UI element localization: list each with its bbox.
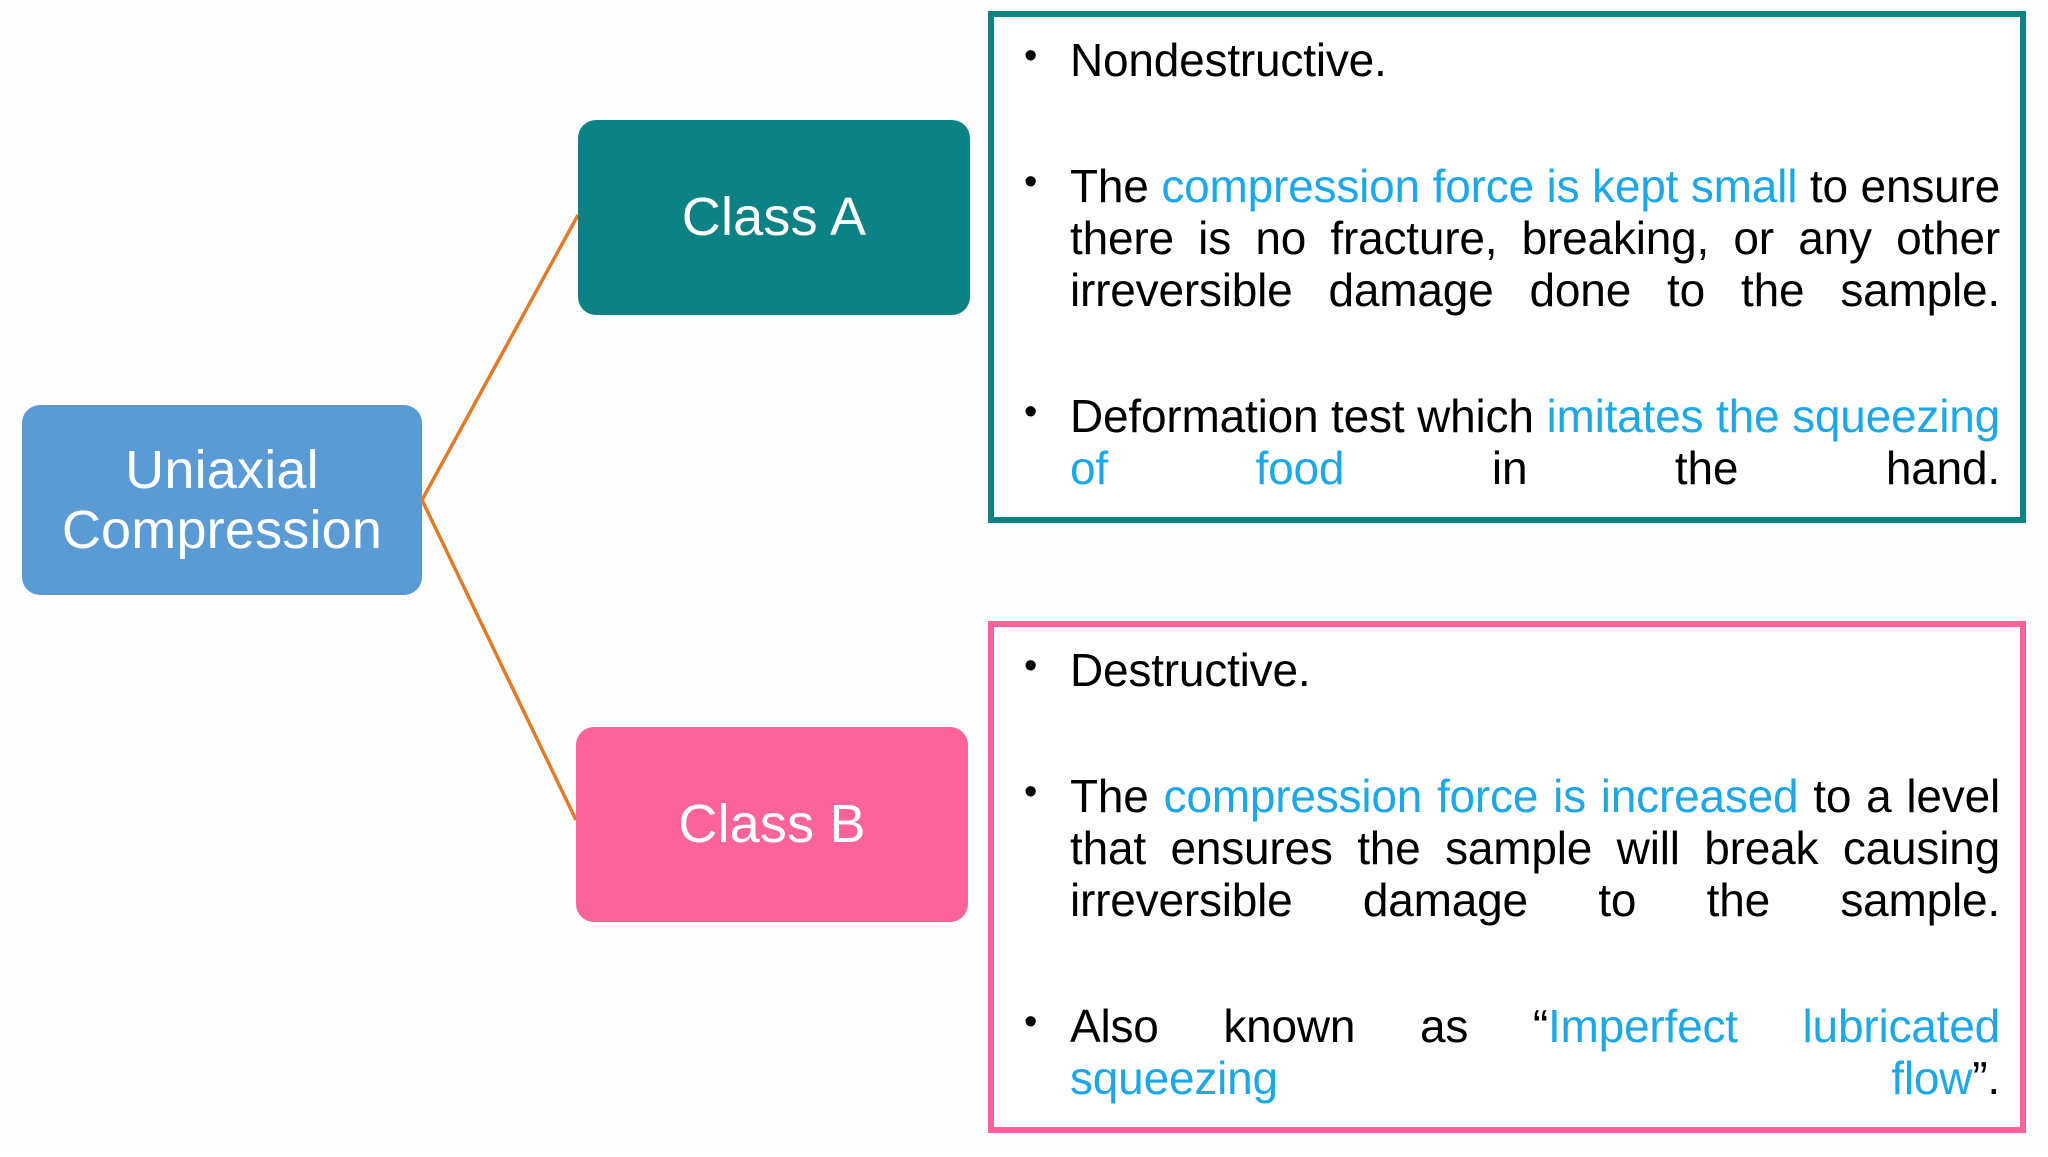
plain-phrase: Also known as “ bbox=[1070, 999, 1548, 1052]
plain-phrase: The bbox=[1070, 159, 1162, 212]
plain-phrase: ”. bbox=[1972, 1051, 2000, 1104]
bullet-list-class-a: Nondestructive. The compression force is … bbox=[1014, 33, 2000, 547]
node-uniaxial-compression[interactable]: Uniaxial Compression bbox=[22, 405, 422, 595]
bullet-item: Nondestructive. bbox=[1014, 33, 2000, 139]
node-class-b-label: Class B bbox=[678, 794, 866, 855]
plain-phrase: Deformation test which bbox=[1070, 389, 1547, 442]
bullet-item: Deformation test which imitates the sque… bbox=[1014, 389, 2000, 547]
bullet-text: The compression force is increased to a … bbox=[1070, 770, 2000, 978]
bullet-list-class-b: Destructive. The compression force is inc… bbox=[1014, 643, 2000, 1157]
panel-class-a-details: Nondestructive. The compression force is … bbox=[988, 11, 2026, 523]
bullet-text: The compression force is kept small to e… bbox=[1070, 160, 2000, 368]
connector-root-to-class-a bbox=[420, 214, 580, 501]
bullet-item: Destructive. bbox=[1014, 643, 2000, 749]
highlighted-phrase: Imperfect lubricated squeezing flow bbox=[1070, 999, 2000, 1104]
plain-phrase: to a level that ensures the sample will … bbox=[1070, 769, 2000, 926]
plain-phrase: Nondestructive. bbox=[1070, 34, 1387, 86]
highlighted-phrase: compression force is kept small bbox=[1161, 159, 1798, 212]
connector-root-to-class-b bbox=[420, 499, 578, 821]
node-class-a-label: Class A bbox=[681, 187, 867, 248]
node-uniaxial-compression-label: Uniaxial Compression bbox=[61, 439, 383, 560]
plain-phrase: The bbox=[1070, 769, 1164, 822]
highlighted-phrase: imitates the squeezing of food bbox=[1070, 389, 2001, 494]
node-class-a[interactable]: Class A bbox=[578, 120, 970, 315]
node-class-b[interactable]: Class B bbox=[576, 727, 968, 922]
highlighted-phrase: compression force is increased bbox=[1163, 769, 1799, 822]
plain-phrase: to ensure there is no fracture, breaking… bbox=[1070, 159, 2001, 316]
plain-phrase: Destructive. bbox=[1070, 644, 1311, 696]
bullet-item: Also known as “Imperfect lubricated sque… bbox=[1014, 999, 2000, 1157]
plain-phrase: in the hand. bbox=[1344, 441, 2000, 494]
bullet-text: Also known as “Imperfect lubricated sque… bbox=[1070, 1000, 2000, 1156]
bullet-text: Destructive. bbox=[1070, 644, 2000, 748]
bullet-item: The compression force is increased to a … bbox=[1014, 769, 2000, 979]
bullet-item: The compression force is kept small to e… bbox=[1014, 159, 2000, 369]
bullet-text: Deformation test which imitates the sque… bbox=[1070, 390, 2000, 546]
panel-class-b-details: Destructive. The compression force is inc… bbox=[988, 621, 2026, 1133]
bullet-text: Nondestructive. bbox=[1070, 34, 2000, 138]
